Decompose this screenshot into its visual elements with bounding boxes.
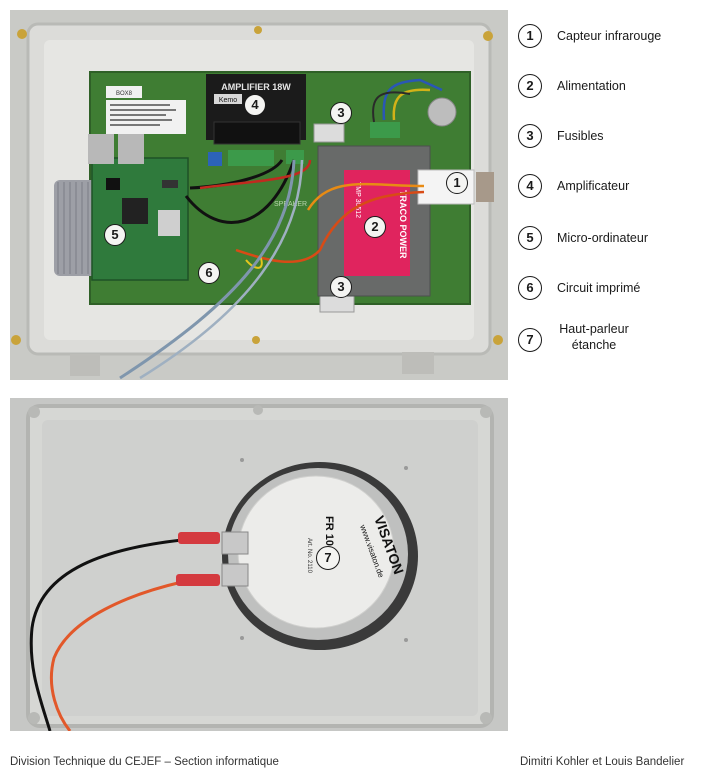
marker-4: 4 — [244, 94, 266, 116]
speaker-lid-photo: VISATON www.visaton.de FR 10 WP Art. No.… — [10, 398, 508, 731]
power-model: TMP 30512 — [354, 182, 361, 218]
legend-label-line1: Haut-parleur — [559, 322, 629, 336]
legend-number: 3 — [518, 124, 542, 148]
legend-label: Micro-ordinateur — [557, 231, 649, 245]
marker-2: 2 — [364, 216, 386, 238]
box-label: BOX8 — [116, 91, 133, 97]
marker-3-bottom: 3 — [330, 276, 352, 298]
speaker-art-number: Art. No. 2110 — [306, 538, 312, 574]
marker-1: 1 — [446, 172, 468, 194]
speaker-silkscreen: SPEAKER — [274, 201, 307, 208]
speaker-lid-illustration: VISATON www.visaton.de FR 10 WP Art. No.… — [10, 398, 508, 731]
marker-3-top: 3 — [330, 102, 352, 124]
legend-number: 1 — [518, 24, 542, 48]
legend-number: 5 — [518, 226, 542, 250]
legend-number: 6 — [518, 276, 542, 300]
legend-label: Alimentation — [557, 79, 626, 93]
legend-label: Circuit imprimé — [557, 281, 641, 295]
footer-left: Division Technique du CEJEF – Section in… — [10, 756, 279, 768]
legend-number: 2 — [518, 74, 542, 98]
legend-label: Capteur infrarouge — [557, 29, 662, 43]
electronics-box-photo: BOX8 AMPLIFIER 18W Kemo TRACO POWER TMP … — [10, 10, 508, 380]
legend-label-line2: étanche — [571, 338, 617, 352]
amplifier-brand: Kemo — [219, 97, 237, 104]
marker-7: 7 — [316, 546, 340, 570]
marker-6: 6 — [198, 262, 220, 284]
amplifier-label: AMPLIFIER 18W — [221, 82, 291, 92]
legend-label: Haut-parleur étanche — [554, 321, 634, 353]
legend-label: Fusibles — [557, 129, 604, 143]
marker-5: 5 — [104, 224, 126, 246]
legend-number: 7 — [518, 328, 542, 352]
power-brand: TRACO POWER — [398, 190, 408, 259]
electronics-box-illustration: BOX8 AMPLIFIER 18W Kemo TRACO POWER TMP … — [10, 10, 508, 380]
footer-right: Dimitri Kohler et Louis Bandelier — [520, 756, 685, 768]
legend-number: 4 — [518, 174, 542, 198]
legend-label: Amplificateur — [557, 179, 630, 193]
